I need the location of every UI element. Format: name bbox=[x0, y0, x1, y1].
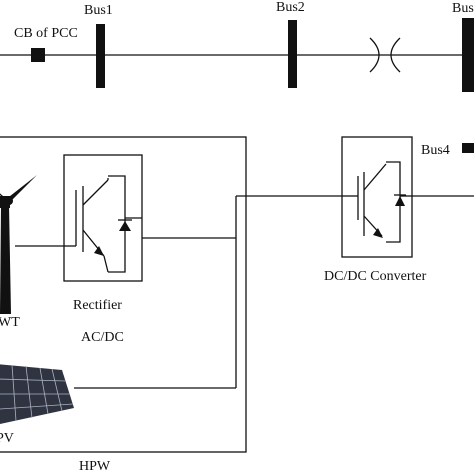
bus3-label: Bus3 bbox=[452, 1, 474, 16]
rectifier-label: Rectifier bbox=[73, 298, 122, 313]
rectifier-diode bbox=[119, 221, 131, 231]
bus3-bar bbox=[462, 18, 474, 92]
cb-pcc-label: CB of PCC bbox=[14, 26, 78, 41]
hpw-label: HPW bbox=[79, 459, 111, 474]
hpw-boundary bbox=[0, 136, 247, 453]
rectifier-igbt-symbol bbox=[64, 175, 142, 273]
wind-turbine-icon bbox=[0, 175, 37, 314]
pv-panel-icon bbox=[0, 364, 74, 424]
dcdc-converter-box bbox=[341, 136, 413, 258]
dcdc-emitter-arrow bbox=[373, 228, 383, 238]
bus4-bar bbox=[462, 143, 474, 153]
bus2-bar bbox=[288, 20, 297, 88]
acdc-label: AC/DC bbox=[81, 330, 124, 345]
dcdc-label: DC/DC Converter bbox=[324, 269, 427, 284]
bus1-bar bbox=[96, 24, 105, 88]
bus2-label: Bus2 bbox=[276, 0, 305, 15]
transformer-symbol bbox=[369, 37, 401, 73]
rectifier-emitter-arrow bbox=[94, 246, 104, 256]
wt-label: WT bbox=[0, 315, 20, 330]
bus4-label: Bus4 bbox=[421, 143, 450, 158]
dcdc-diode bbox=[395, 196, 405, 206]
bus1-label: Bus1 bbox=[84, 3, 113, 18]
pv-label: PV bbox=[0, 431, 14, 446]
pcc-circuit-breaker bbox=[31, 48, 45, 62]
